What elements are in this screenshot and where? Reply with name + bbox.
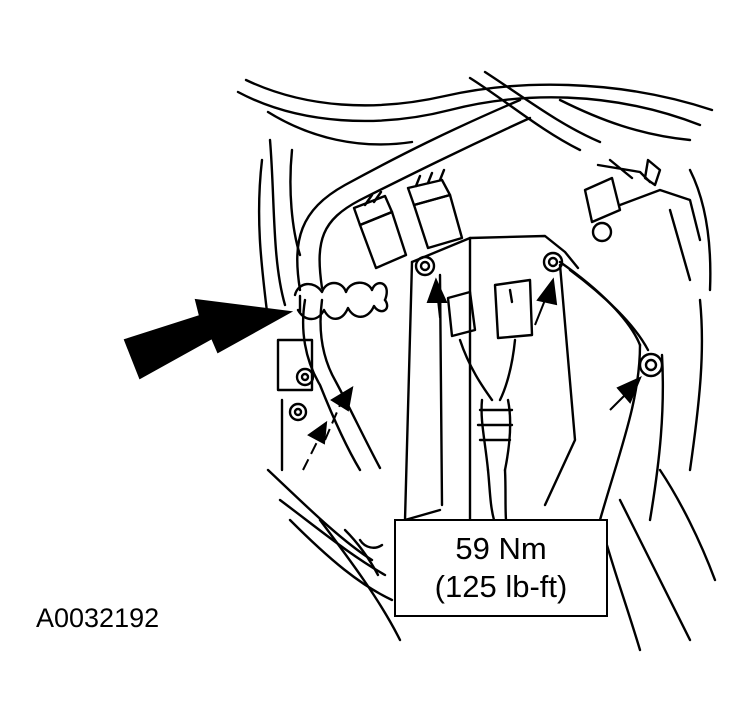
mounting-bracket [403, 234, 580, 522]
torque-imperial: (125 lb-ft) [434, 569, 568, 604]
callout-arrows [123, 277, 642, 471]
harness-clip [293, 281, 389, 321]
arrow-head-left-lower [307, 420, 328, 445]
torque-metric: 59 Nm [455, 531, 547, 566]
arrow-shaft-left-lower [302, 439, 319, 471]
arrow-head-right [616, 376, 642, 404]
arrow-head-left-upper [330, 386, 354, 412]
center-connectors [446, 278, 534, 522]
arrow-shaft-left-upper [324, 404, 341, 441]
upper-harness-tubes [236, 70, 714, 152]
pointer-arrow-large [123, 298, 294, 380]
arrow-shaft-right [609, 394, 626, 411]
right-structure [558, 158, 712, 522]
lower-lines [318, 468, 717, 652]
arrow-head-center-left [426, 277, 448, 303]
figure-reference-id: A0032192 [36, 603, 160, 633]
left-structure [257, 138, 394, 602]
arrow-head-center-right [536, 277, 558, 306]
torque-spec-callout: 59 Nm (125 lb-ft) [394, 519, 608, 617]
connector-left [352, 190, 408, 270]
arrow-shaft-center-right [534, 299, 546, 326]
connector-right [406, 168, 464, 250]
